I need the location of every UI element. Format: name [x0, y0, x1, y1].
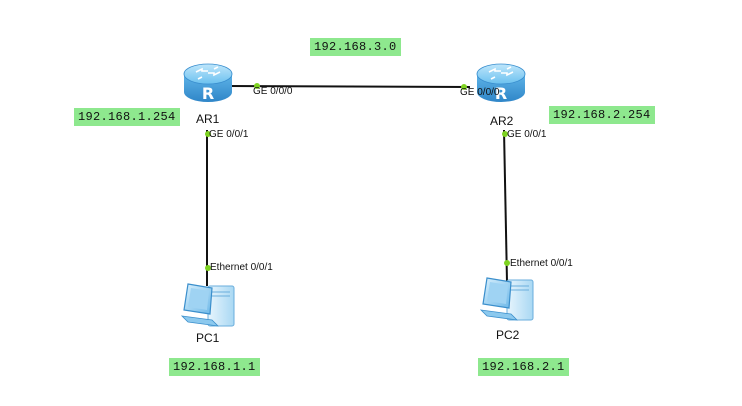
svg-text:R: R	[202, 84, 214, 103]
node-name-ar1: AR1	[196, 112, 220, 126]
link-ar2-pc2	[503, 129, 508, 283]
port-label-pc1-eth: Ethernet 0/0/1	[210, 262, 273, 273]
svg-text:R: R	[495, 84, 507, 103]
port-label-pc2-eth: Ethernet 0/0/1	[510, 258, 573, 269]
subnet-label-core: 192.168.3.0	[310, 38, 401, 56]
router-icon[interactable]: R	[183, 63, 233, 103]
pc-icon[interactable]	[479, 277, 534, 321]
ip-label-pc1: 192.168.1.1	[169, 358, 260, 376]
port-dot-ar1-ge000[interactable]	[254, 83, 260, 89]
pc-icon[interactable]	[180, 283, 235, 327]
link-ar1-ar2	[227, 85, 471, 88]
ip-label-ar2-gateway: 192.168.2.254	[549, 106, 655, 124]
port-dot-ar2-ge000[interactable]	[461, 84, 467, 90]
node-name-ar2: AR2	[490, 114, 514, 128]
port-label-ar2-ge000: GE 0/0/0	[460, 87, 500, 98]
port-label-ar1-ge001: GE 0/0/1	[209, 129, 249, 140]
port-dot-ar2-ge001[interactable]	[502, 131, 508, 137]
port-label-ar2-ge001: GE 0/0/1	[507, 129, 547, 140]
node-name-pc2: PC2	[496, 328, 520, 342]
port-dot-pc1-eth[interactable]	[205, 265, 211, 271]
port-label-ar1-ge000: GE 0/0/0	[253, 86, 293, 97]
port-dot-pc2-eth[interactable]	[504, 260, 510, 266]
ip-label-pc2: 192.168.2.1	[478, 358, 569, 376]
node-name-pc1: PC1	[196, 331, 220, 345]
ip-label-ar1-gateway: 192.168.1.254	[74, 108, 180, 126]
router-icon[interactable]: R	[476, 63, 526, 103]
port-dot-ar1-ge001[interactable]	[205, 131, 211, 137]
